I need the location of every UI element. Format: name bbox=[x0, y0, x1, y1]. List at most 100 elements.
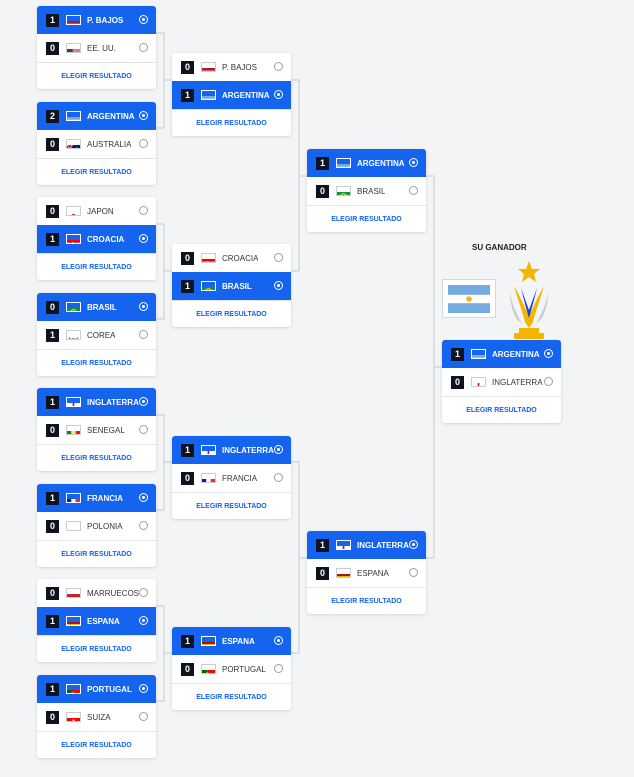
team-row[interactable]: 0Marruecos bbox=[37, 579, 156, 607]
elegir-resultado-button[interactable]: Elegir resultado bbox=[196, 502, 267, 510]
radio-icon[interactable] bbox=[274, 664, 283, 673]
team-row[interactable]: 1Argentina bbox=[442, 340, 561, 368]
radio-selected-icon[interactable] bbox=[139, 616, 148, 625]
croatia-flag-icon bbox=[66, 234, 81, 244]
radio-selected-icon[interactable] bbox=[139, 684, 148, 693]
team-row[interactable]: 0 Portugal bbox=[172, 655, 291, 683]
radio-icon[interactable] bbox=[274, 62, 283, 71]
score-badge: 0 bbox=[181, 662, 194, 676]
radio-icon[interactable] bbox=[139, 712, 148, 721]
elegir-resultado-button[interactable]: Elegir resultado bbox=[61, 72, 132, 80]
elegir-resultado-button[interactable]: Elegir resultado bbox=[61, 645, 132, 653]
score-badge: 1 bbox=[46, 13, 59, 27]
team-row[interactable]: 0Japon bbox=[37, 197, 156, 225]
elegir-resultado-button[interactable]: Elegir resultado bbox=[61, 454, 132, 462]
argentina-flag-icon bbox=[336, 158, 351, 168]
divider bbox=[172, 109, 291, 110]
elegir-resultado-button[interactable]: Elegir resultado bbox=[196, 310, 267, 318]
divider bbox=[307, 587, 426, 588]
elegir-resultado-button[interactable]: Elegir resultado bbox=[196, 693, 267, 701]
team-row[interactable]: 2Argentina bbox=[37, 102, 156, 130]
divider bbox=[37, 62, 156, 63]
radio-selected-icon[interactable] bbox=[139, 15, 148, 24]
team-row[interactable]: 0Brasil bbox=[307, 177, 426, 205]
team-name: Francia bbox=[222, 473, 258, 483]
brazil-flag-icon bbox=[66, 302, 81, 312]
radio-selected-icon[interactable] bbox=[274, 445, 283, 454]
team-row[interactable]: 0Brasil bbox=[37, 293, 156, 321]
radio-icon[interactable] bbox=[139, 139, 148, 148]
radio-selected-icon[interactable] bbox=[139, 302, 148, 311]
elegir-resultado-button[interactable]: Elegir resultado bbox=[466, 406, 537, 414]
team-row[interactable]: 1Espana bbox=[172, 627, 291, 655]
elegir-resultado-button[interactable]: Elegir resultado bbox=[331, 597, 402, 605]
radio-selected-icon[interactable] bbox=[139, 111, 148, 120]
radio-icon[interactable] bbox=[139, 425, 148, 434]
team-row[interactable]: 0Espana bbox=[307, 559, 426, 587]
england-flag-icon bbox=[471, 377, 486, 387]
radio-icon[interactable] bbox=[139, 588, 148, 597]
team-row[interactable]: 0Australia bbox=[37, 130, 156, 158]
usa-flag-icon bbox=[66, 43, 81, 53]
team-row[interactable]: 1Brasil bbox=[172, 272, 291, 300]
radio-icon[interactable] bbox=[139, 206, 148, 215]
score-badge: 0 bbox=[316, 566, 329, 580]
radio-icon[interactable] bbox=[139, 330, 148, 339]
team-row[interactable]: 0Croacia bbox=[172, 244, 291, 272]
elegir-resultado-button[interactable]: Elegir resultado bbox=[61, 550, 132, 558]
divider bbox=[37, 349, 156, 350]
team-row[interactable]: 1Inglaterra bbox=[37, 388, 156, 416]
australia-flag-icon bbox=[66, 139, 81, 149]
england-flag-icon bbox=[336, 540, 351, 550]
radio-selected-icon[interactable] bbox=[274, 90, 283, 99]
elegir-resultado-button[interactable]: Elegir resultado bbox=[61, 263, 132, 271]
match-card-r16-5: 1Inglaterra0SenegalElegir resultado bbox=[37, 388, 156, 471]
team-row[interactable]: 1Inglaterra bbox=[172, 436, 291, 464]
team-row[interactable]: 0Inglaterra bbox=[442, 368, 561, 396]
divider bbox=[307, 205, 426, 206]
radio-icon[interactable] bbox=[409, 186, 418, 195]
elegir-resultado-button[interactable]: Elegir resultado bbox=[331, 215, 402, 223]
radio-icon[interactable] bbox=[139, 43, 148, 52]
team-row[interactable]: 0Suiza bbox=[37, 703, 156, 731]
team-row[interactable]: 0Senegal bbox=[37, 416, 156, 444]
team-row[interactable]: 1P. Bajos bbox=[37, 6, 156, 34]
team-row[interactable]: 1Portugal bbox=[37, 675, 156, 703]
france-flag-icon bbox=[201, 473, 216, 483]
team-row[interactable]: 1Corea bbox=[37, 321, 156, 349]
elegir-resultado-button[interactable]: Elegir resultado bbox=[61, 168, 132, 176]
match-card-r16-1: 1P. Bajos0EE. UU. Elegir resultado bbox=[37, 6, 156, 89]
team-row[interactable]: 1Croacia bbox=[37, 225, 156, 253]
team-row[interactable]: 0Polonia bbox=[37, 512, 156, 540]
team-name: P. Bajos bbox=[222, 62, 257, 72]
team-row[interactable]: 1Argentina bbox=[307, 149, 426, 177]
radio-selected-icon[interactable] bbox=[409, 540, 418, 549]
team-row[interactable]: 1Espana bbox=[37, 607, 156, 635]
team-row[interactable]: 1Francia bbox=[37, 484, 156, 512]
radio-selected-icon[interactable] bbox=[274, 636, 283, 645]
radio-icon[interactable] bbox=[409, 568, 418, 577]
radio-icon[interactable] bbox=[544, 377, 553, 386]
team-row[interactable]: 1Argentina bbox=[172, 81, 291, 109]
score-badge: 1 bbox=[46, 328, 59, 342]
score-badge: 0 bbox=[46, 41, 59, 55]
radio-icon[interactable] bbox=[274, 473, 283, 482]
elegir-resultado-button[interactable]: Elegir resultado bbox=[61, 359, 132, 367]
team-name: Portugal bbox=[222, 664, 266, 674]
elegir-resultado-button[interactable]: Elegir resultado bbox=[196, 119, 267, 127]
team-row[interactable]: 0P. Bajos bbox=[172, 53, 291, 81]
radio-icon[interactable] bbox=[139, 521, 148, 530]
elegir-resultado-button[interactable]: Elegir resultado bbox=[61, 741, 132, 749]
winner-flag bbox=[442, 279, 496, 318]
radio-icon[interactable] bbox=[274, 253, 283, 262]
radio-selected-icon[interactable] bbox=[274, 281, 283, 290]
brazil-flag-icon bbox=[201, 281, 216, 291]
team-row[interactable]: 1Inglaterra bbox=[307, 531, 426, 559]
radio-selected-icon[interactable] bbox=[409, 158, 418, 167]
radio-selected-icon[interactable] bbox=[139, 234, 148, 243]
radio-selected-icon[interactable] bbox=[139, 397, 148, 406]
radio-selected-icon[interactable] bbox=[139, 493, 148, 502]
team-row[interactable]: 0Francia bbox=[172, 464, 291, 492]
radio-selected-icon[interactable] bbox=[544, 349, 553, 358]
